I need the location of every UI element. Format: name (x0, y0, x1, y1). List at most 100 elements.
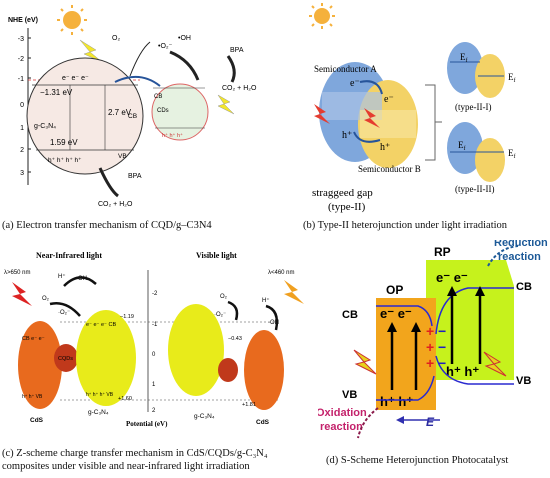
cb-row: CB e⁻ e⁻ (22, 336, 45, 342)
o2-radical: ·O₂⁻ (58, 310, 70, 316)
cb-row: e⁻ e⁻ e⁻ CB (86, 322, 116, 328)
o2-radical: ·O₂⁻ (214, 312, 226, 318)
holes-right: h⁺ h⁺ (446, 364, 479, 379)
axis-tick: 1 (152, 382, 156, 388)
axis-tick: 1 (20, 125, 24, 132)
nir-wavelength: λ>650 nm (4, 270, 31, 276)
field-label: E (426, 415, 435, 429)
gap-value: 2.7 eV (108, 108, 132, 117)
gcn-particle (168, 304, 224, 396)
lightning-icon (284, 280, 304, 304)
cqds-label: CQDs (58, 356, 73, 362)
gcn-label: g-C₃N₄ (88, 409, 109, 416)
gcn-label: g-C₃N₄ (194, 413, 215, 420)
cds-particle (244, 330, 284, 410)
caption-b: (b) Type-II heterojunction under light i… (303, 220, 508, 231)
cds-label: CDs (157, 108, 169, 114)
axis-tick: 0 (20, 102, 24, 109)
sun-icon (309, 3, 335, 29)
oxidation-label: Oxidation (318, 407, 367, 419)
products-label: CO₂ + H₂O (222, 85, 257, 92)
gcn-particle (76, 310, 136, 406)
bpa-label: BPA (230, 47, 244, 54)
type-ii-ii-label: (type-II-II) (455, 184, 494, 194)
holes: h⁺ h⁺ h⁺ h⁺ (48, 157, 82, 164)
panel-b: Semiconductor A Semiconductor B e⁻ e⁻ h⁺… (300, 0, 550, 215)
axis-title: NHE (eV) (8, 17, 38, 24)
axis-tick: 3 (20, 170, 24, 177)
plus-charge: + (426, 355, 434, 371)
type-ii-i-label: (type-II-I) (455, 102, 491, 112)
axis-label: Potential (eV) (126, 420, 168, 428)
vb-value: 1.59 eV (50, 138, 78, 147)
cb-label-left: CB (342, 309, 358, 321)
caption-d: (d) S-Scheme Heterojunction Photocatalys… (326, 455, 509, 466)
reduction-reaction-label: reaction (498, 251, 541, 263)
gcn-particle (26, 57, 144, 175)
h-label: h⁺ (380, 142, 390, 153)
cb-label-right: CB (516, 281, 532, 293)
axis-tick: -3 (18, 36, 24, 43)
plus-charge: + (426, 339, 434, 355)
value-160: +1.60 (118, 396, 132, 402)
material-label: g-C₃N₄ (34, 123, 56, 130)
h-label: h⁺ (342, 130, 352, 141)
gap-subtitle: (type-II) (328, 201, 366, 213)
reduction-label: Reduction (494, 240, 548, 249)
cqds-particle (54, 344, 78, 372)
products-label-bottom: CO₂ + H₂O (98, 201, 133, 208)
electrons-left: e⁻ e⁻ (380, 306, 412, 321)
plus-charge: + (426, 323, 434, 339)
panel-c-diagram: Near-Infrared light Visible light λ>650 … (4, 251, 304, 428)
visible-title: Visible light (196, 251, 237, 260)
panel-a-diagram: NHE (eV) -3 -2 -1 0 1 2 3 e⁻ e⁻ e⁻ −1.31… (8, 5, 257, 208)
lightning-icon (483, 351, 507, 377)
panel-c: Near-Infrared light Visible light λ>650 … (0, 240, 310, 445)
bpa-label-bottom: BPA (128, 173, 142, 180)
o2-label: O₂ (42, 296, 50, 302)
lightning-icon (364, 108, 380, 128)
caption-c-line2: composites under visible and near-infrar… (2, 461, 250, 472)
panel-a: NHE (eV) -3 -2 -1 0 1 2 3 e⁻ e⁻ e⁻ −1.31… (0, 0, 275, 215)
rp-label: RP (434, 245, 451, 259)
minus-charge: − (438, 355, 446, 371)
cqds-particle (218, 358, 238, 382)
axis-tick: 0 (152, 352, 156, 358)
cds-particle (18, 321, 62, 409)
e-label: e⁻ (350, 78, 360, 89)
cb-value: −1.31 eV (40, 88, 73, 97)
axis-tick: -1 (18, 76, 24, 83)
lightning-icon (353, 349, 377, 375)
potential-axis: -2 -1 0 1 2 Potential (eV) (126, 270, 168, 428)
electrons: e⁻ e⁻ e⁻ (62, 75, 89, 82)
axis-tick: -2 (152, 291, 158, 297)
lightning-icon (12, 282, 32, 306)
panel-d-diagram: RP OP Reduction reaction CB CB VB VB e⁻ … (316, 237, 548, 439)
axis-tick: -2 (18, 56, 24, 63)
minus-charge: − (438, 323, 446, 339)
vb-label-left: VB (342, 389, 357, 401)
axis-tick: 2 (20, 147, 24, 154)
value-181: +1.81 (242, 402, 256, 408)
nir-title: Near-Infrared light (36, 251, 102, 260)
electron-transfer-arrow (114, 75, 161, 87)
panel-d: RP OP Reduction reaction CB CB VB VB e⁻ … (316, 237, 550, 450)
vb-label-right: VB (516, 375, 531, 387)
h-plus: H⁺ (262, 297, 270, 304)
o2-radical-label: •O₂⁻ (158, 43, 173, 50)
panel-b-diagram: Semiconductor A Semiconductor B e⁻ e⁻ h⁺… (309, 3, 516, 213)
semi-a-label: Semiconductor A (314, 64, 377, 74)
vb-label: VB (118, 153, 127, 160)
electrons-right: e⁻ e⁻ (436, 270, 468, 285)
ef-label: Ef (508, 148, 516, 160)
holes-left: h⁺ h⁺ (380, 394, 413, 409)
oxidation-reaction-label: reaction (320, 421, 363, 433)
h-plus: H⁺ (58, 273, 66, 280)
vb-row: h⁺ h⁺ h⁺ VB (86, 392, 114, 398)
cds-particle (151, 83, 209, 141)
o2-label: O₂ (220, 294, 228, 300)
value-043: −0.43 (228, 336, 242, 342)
caption-a: (a) Electron transfer mechanism of CQD/g… (2, 220, 212, 231)
cds-label: CdS (30, 417, 44, 424)
vb-row: h⁺ h⁺ VB (22, 394, 43, 400)
